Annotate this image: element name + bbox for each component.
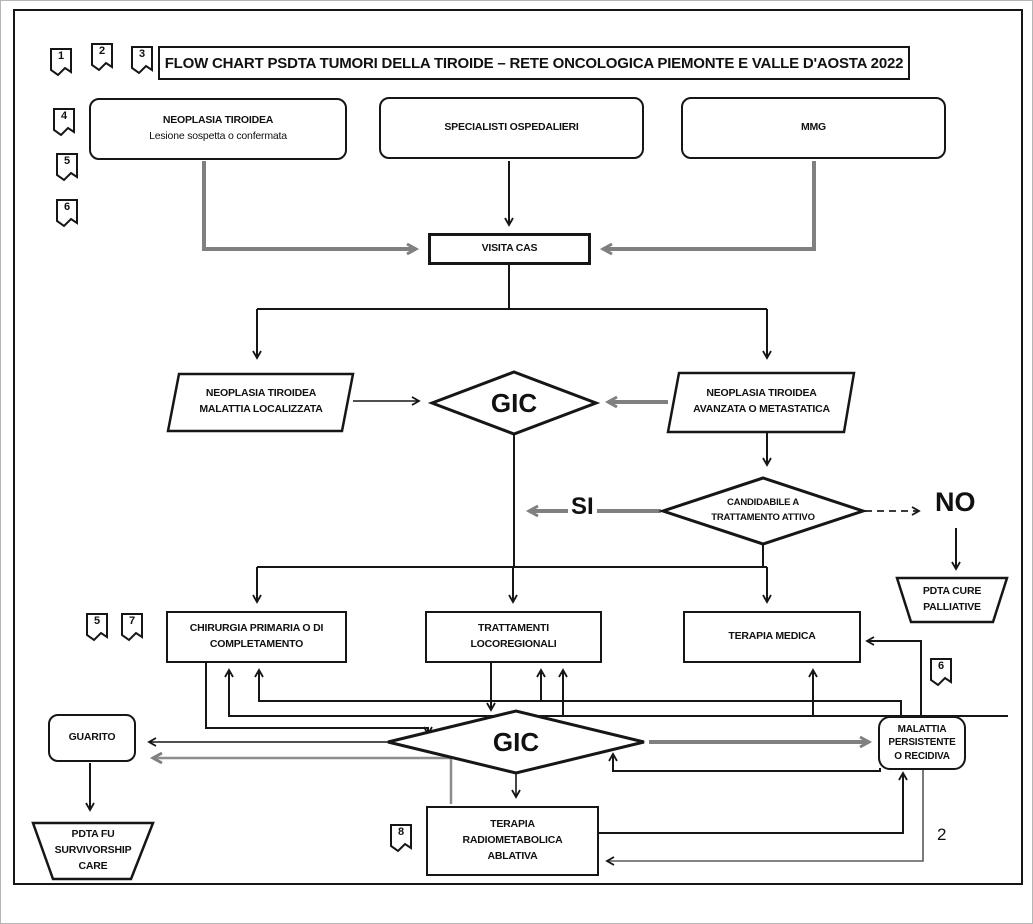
node-pdta-fu-survivorship: PDTA FU SURVIVORSHIP CARE <box>54 828 132 872</box>
node-specialisti-ospedalieri: SPECIALISTI OSPEDALIERI <box>379 97 644 159</box>
node-mmg: MMG <box>681 97 946 159</box>
node-neoplasia-localizzata: NEOPLASIA TIROIDEA MALATTIA LOCALIZZATA <box>199 387 323 415</box>
note-tag-7: 7 <box>120 612 144 644</box>
note-tag-5: 5 <box>55 152 79 184</box>
node-malattia-persistente: MALATTIA PERSISTENTE O RECIDIVA <box>878 716 966 770</box>
node-terapia-medica: TERAPIA MEDICA <box>683 611 861 663</box>
node-guarito: GUARITO <box>48 714 136 762</box>
note-tag-1: 1 <box>49 47 73 79</box>
node-chirurgia: CHIRURGIA PRIMARIA O DI COMPLETAMENTO <box>166 611 347 663</box>
note-tag-5b: 5 <box>85 612 109 644</box>
node-neoplasia-avanzata: NEOPLASIA TIROIDEA AVANZATA O METASTATIC… <box>693 387 830 415</box>
diagram-frame <box>13 9 1023 885</box>
note-tag-6: 6 <box>55 198 79 230</box>
page-title: FLOW CHART PSDTA TUMORI DELLA TIROIDE – … <box>158 46 910 80</box>
note-tag-8: 8 <box>389 823 413 855</box>
node-visita-cas: VISITA CAS <box>428 233 591 265</box>
node-trattamenti-locoregionali: TRATTAMENTI LOCOREGIONALI <box>425 611 602 663</box>
node-neoplasia-sospetta: NEOPLASIA TIROIDEA Lesione sospetta o co… <box>89 98 347 160</box>
note-tag-6b: 6 <box>929 657 953 689</box>
note-tag-4: 4 <box>52 107 76 139</box>
page-number: 2 <box>937 825 947 844</box>
label-no: NO <box>932 487 979 518</box>
node-candidabile-trattamento: CANDIDABILE A TRATTAMENTO ATTIVO <box>711 497 815 523</box>
label-si: SI <box>568 493 597 521</box>
note-tag-2: 2 <box>90 42 114 74</box>
node-gic-2: GIC <box>492 726 540 757</box>
note-tag-3: 3 <box>130 45 154 77</box>
node-terapia-radiometabolica: TERAPIA RADIOMETABOLICA ABLATIVA <box>426 806 599 876</box>
node-pdta-cure-palliative: PDTA CURE PALLIATIVE <box>922 585 982 613</box>
node-gic-1: GIC <box>490 387 538 418</box>
